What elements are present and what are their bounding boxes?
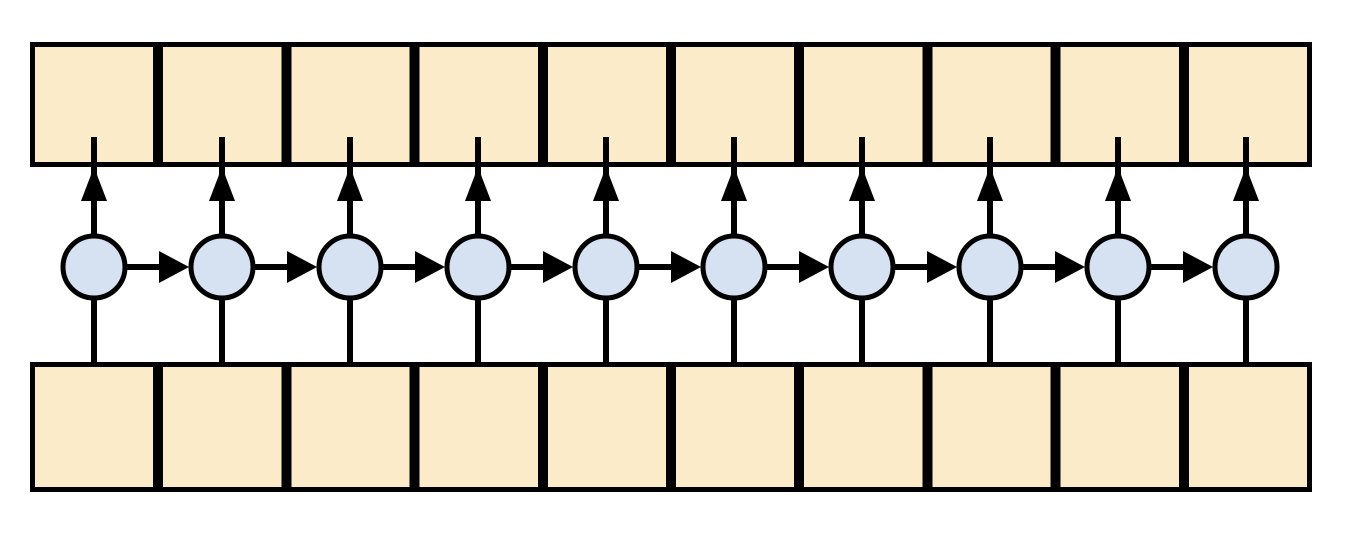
arrow-head-up [337,167,363,201]
arrow-head-up [1105,167,1131,201]
hidden-state-node-5[interactable] [700,233,768,301]
arrow-head-up [977,167,1003,201]
hidden-state-node-1[interactable] [188,233,256,301]
arrow-head-up [593,167,619,201]
hidden-to-hidden-edges [127,251,1213,283]
input-cell-1[interactable] [158,362,287,492]
hidden-to-output-edge-0 [81,137,107,236]
hidden-state-node-2[interactable] [316,233,384,301]
hidden-to-output-edges [81,137,1259,236]
hidden-to-hidden-edge-0 [127,251,189,283]
hidden-to-hidden-edge-7 [1023,251,1085,283]
hidden-to-output-edge-4 [593,137,619,236]
arrow-head-up [465,167,491,201]
hidden-to-output-edge-8 [1105,137,1131,236]
hidden-state-node-0[interactable] [60,233,128,301]
arrow-head-right [799,251,829,283]
hidden-to-output-edge-1 [209,137,235,236]
arrow-head-right [927,251,957,283]
hidden-to-output-edge-9 [1233,137,1259,236]
input-cell-9[interactable] [1183,362,1313,492]
output-sequence-row [30,42,1313,167]
hidden-to-hidden-edge-2 [383,251,445,283]
hidden-to-output-edge-6 [849,137,875,236]
arrow-head-up [849,167,875,201]
hidden-to-hidden-edge-4 [639,251,701,283]
input-cell-6[interactable] [799,362,928,492]
input-cell-3[interactable] [414,362,543,492]
input-cell-8[interactable] [1055,362,1184,492]
input-cell-2[interactable] [286,362,415,492]
arrow-head-right [543,251,573,283]
arrow-head-up [209,167,235,201]
arrow-head-right [415,251,445,283]
arrow-head-up [81,167,107,201]
input-cell-7[interactable] [927,362,1056,492]
arrow-head-right [287,251,317,283]
hidden-to-hidden-edge-5 [767,251,829,283]
hidden-to-hidden-edge-1 [255,251,317,283]
hidden-state-node-6[interactable] [828,233,896,301]
input-sequence-row [30,362,1313,492]
hidden-state-node-7[interactable] [956,233,1024,301]
input-cell-0[interactable] [30,362,159,492]
input-cell-4[interactable] [542,362,671,492]
arrow-head-right [671,251,701,283]
hidden-to-output-edge-2 [337,137,363,236]
hidden-state-node-9[interactable] [1212,233,1280,301]
input-cell-5[interactable] [671,362,800,492]
hidden-state-nodes [60,233,1280,301]
arrow-head-right [1055,251,1085,283]
arrow-head-right [1183,251,1213,283]
hidden-to-output-edge-5 [721,137,747,236]
hidden-state-node-4[interactable] [572,233,640,301]
hidden-to-hidden-edge-3 [511,251,573,283]
hidden-to-hidden-edge-6 [895,251,957,283]
arrow-head-up [721,167,747,201]
input-to-hidden-edges [91,298,1249,362]
arrow-head-right [159,251,189,283]
hidden-to-output-edge-7 [977,137,1003,236]
hidden-to-output-edge-3 [465,137,491,236]
arrow-head-up [1233,167,1259,201]
hidden-to-hidden-edge-8 [1151,251,1213,283]
hidden-state-node-3[interactable] [444,233,512,301]
hidden-state-node-8[interactable] [1084,233,1152,301]
